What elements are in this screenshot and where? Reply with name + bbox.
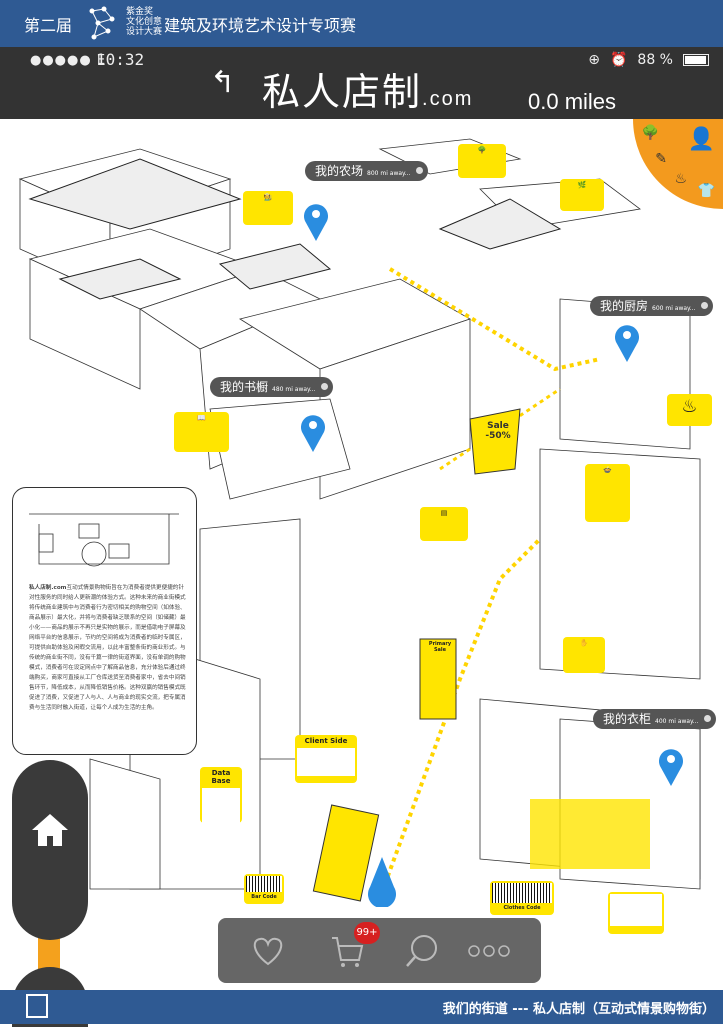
rotation-lock-icon: ⊕	[588, 52, 600, 68]
bus	[312, 804, 380, 902]
arrow-back-icon[interactable]: ↰	[210, 65, 236, 100]
tea-sign[interactable]: 🌿	[560, 179, 604, 211]
location-name: 我的书橱	[220, 380, 269, 394]
description-title: 私人店制.com	[29, 585, 67, 591]
brand-suffix: .com	[422, 88, 474, 110]
clothes-code-label: Clothes Code	[503, 905, 541, 911]
brand-logo: 私人店制.com	[262, 61, 473, 116]
book-screen-sign[interactable]: ▤	[420, 507, 468, 541]
location-distance: 480 mi away...	[272, 386, 316, 393]
sale-percent: -50%	[485, 431, 511, 441]
award-name: 紫金奖 文化创意 设计大赛	[126, 7, 163, 37]
data-base-label: Data Base	[211, 769, 231, 785]
signal-indicator: ●●●●● E	[30, 53, 107, 68]
service-flow-diagram	[29, 513, 179, 567]
description-text: 私人店制.com互动式情景购物街旨在为消费者提供更便捷的针对性服务的同时给人更新…	[29, 583, 189, 713]
map-pin-icon[interactable]	[302, 201, 330, 241]
person-icon[interactable]: 👤	[687, 127, 715, 152]
distance-readout: 0.0 miles	[528, 89, 617, 114]
data-base-sign[interactable]: Data Base	[200, 767, 242, 828]
award-logo	[89, 6, 115, 40]
battery-icon	[683, 54, 709, 66]
map-pin-icon[interactable]	[299, 412, 327, 452]
home-button[interactable]	[12, 760, 88, 940]
bottom-toolbar: 99+	[218, 918, 541, 983]
primary-sale-sign: Primary Sale	[428, 641, 452, 653]
food-sign[interactable]: 🍲	[585, 464, 630, 522]
heart-icon[interactable]	[248, 932, 288, 970]
clothing-screen-sign[interactable]	[608, 892, 664, 934]
competition-header: 第二届 紫金奖 文化创意 设计大赛 建筑及环境艺术设计专项赛	[0, 0, 723, 47]
description-body: 互动式情景购物街旨在为消费者提供更便捷的针对性服务的同时给人更新潮的体验方式。这…	[29, 585, 186, 711]
client-side-sign[interactable]: Client Side	[295, 735, 357, 783]
map-pin-icon[interactable]	[613, 322, 641, 362]
shop-sign[interactable]: ✋	[563, 637, 605, 673]
sale-sign: Sale-50%	[478, 419, 518, 459]
bar-code-label: Bar Code	[251, 894, 277, 900]
brand-name: 私人店制	[262, 72, 423, 114]
description-panel: 私人店制.com互动式情景购物街旨在为消费者提供更便捷的针对性服务的同时给人更新…	[12, 487, 197, 755]
cart-badge: 99+	[354, 922, 380, 944]
footer-title: 我们的街道 --- 私人店制（互动式情景购物街）	[442, 1002, 715, 1017]
map-pin-icon[interactable]	[657, 746, 685, 786]
edition-label: 第二届	[24, 16, 73, 35]
cart-icon[interactable]	[328, 932, 368, 970]
alarm-icon: ⏰	[609, 52, 628, 68]
sale-label: Sale	[487, 421, 509, 431]
chef-hat-icon[interactable]: ♨	[674, 171, 687, 187]
battery-percent: 88 %	[637, 52, 673, 68]
clock: 10:32	[96, 50, 145, 69]
competition-title: 建筑及环境艺术设计专项赛	[164, 16, 357, 35]
shirt-icon[interactable]: 👕	[697, 183, 715, 199]
farm-sign[interactable]: 🧑‍🌾	[243, 191, 293, 225]
more-icon[interactable]	[464, 932, 514, 970]
book-icon[interactable]: ✎	[655, 151, 667, 167]
location-name: 我的厨房	[600, 299, 649, 313]
location-distance: 800 mi away...	[367, 170, 411, 177]
location-name: 我的农场	[315, 164, 364, 178]
bookshelf-sign[interactable]: 📖	[174, 412, 229, 452]
home-icon	[32, 814, 68, 846]
location-distance: 600 mi away...	[652, 305, 696, 312]
client-side-label: Client Side	[304, 737, 348, 745]
clothes-code-sign[interactable]: Clothes Code	[490, 881, 554, 915]
location-name: 我的衣柜	[603, 712, 652, 726]
search-icon[interactable]	[402, 932, 442, 970]
footer-logo	[26, 994, 48, 1018]
status-icons: ⊕ ⏰ 88 %	[588, 52, 709, 68]
location-distance: 400 mi away...	[655, 718, 699, 725]
current-location-marker	[368, 857, 396, 907]
farm-tree-sign[interactable]: 🌳	[458, 144, 506, 178]
app-header: ●●●●● E 10:32 ↰ 私人店制.com 0.0 miles ⊕ ⏰ 8…	[0, 47, 723, 119]
bar-code-sign[interactable]: Bar Code	[244, 874, 284, 904]
tree-icon[interactable]: 🌳	[641, 125, 659, 141]
chef-sign[interactable]: ♨	[667, 394, 712, 426]
poster-footer: 我们的街道 --- 私人店制（互动式情景购物街）	[0, 990, 723, 1024]
